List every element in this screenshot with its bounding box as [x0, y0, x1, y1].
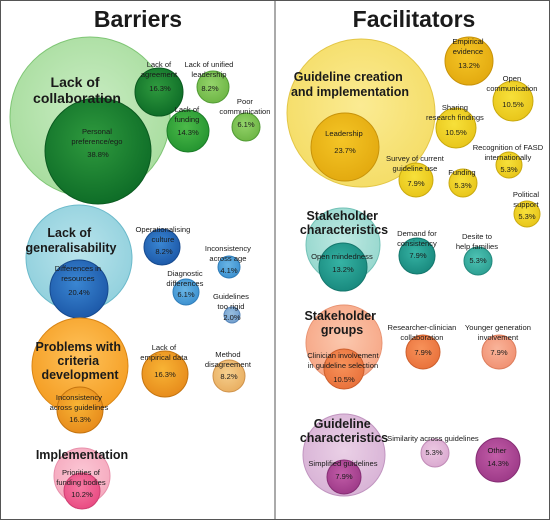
- label-differences-in-resources: Differences in resources 20.4%: [55, 264, 103, 297]
- label-priorities-of-funding-bodies: Priorities of funding bodies 10.2%: [56, 468, 108, 499]
- label-open-communication: Open communication 10.5%: [486, 74, 539, 109]
- label-clinician-involvement: Clinician involvement in guideline selec…: [307, 351, 380, 384]
- label-guideline-creation: Guideline creation and implementation: [291, 70, 409, 99]
- bubble-political-support: [513, 200, 541, 228]
- bubble-empirical-evidence: [444, 36, 494, 86]
- bubble-inconsistency-across-age: [217, 255, 241, 279]
- bubble-group-guideline-characteristics: Guideline characteristics Simplified gui…: [300, 413, 521, 497]
- bubble-group-collaboration: Lack of collaboration Personal preferenc…: [9, 36, 272, 205]
- label-inconsistency-across-age: Inconsistency across age 4.1%: [205, 244, 253, 275]
- bubble-sharing-research-findings: [435, 107, 477, 149]
- label-lack-of-funding: Lack of funding 14.3%: [174, 105, 201, 137]
- bubble-simplified-guidelines: [326, 459, 362, 495]
- bubble-funding: [448, 168, 478, 198]
- facilitators-title: Facilitators: [353, 6, 476, 32]
- label-operationalising-culture: Operationalising culture 8.2%: [135, 225, 192, 256]
- label-open-mindedness: Open mindedness 13.2%: [311, 252, 375, 274]
- bubble-operationalising-culture: [143, 228, 181, 266]
- label-personal-preference: Personal preference/ego 38.8%: [71, 127, 124, 159]
- bubble-group-criteria-development: Problems with criteria development Incon…: [31, 317, 253, 434]
- bubble-researcher-clinician-collaboration: [405, 334, 441, 370]
- bubble-lack-of-empirical-data: [141, 350, 189, 398]
- label-funding: Funding 5.3%: [448, 168, 478, 190]
- bubble-clinician-involvement: [323, 348, 365, 390]
- label-diagnostic-differences: Diagnostic differences 6.1%: [166, 269, 205, 299]
- bubble-open-communication: [492, 80, 534, 122]
- label-lack-of-generalisability: Lack of generalisability: [25, 226, 116, 255]
- bubble-poor-communication: [231, 112, 261, 142]
- bubble-desire-to-help-families: [463, 246, 493, 276]
- bubble-personal-preference: [44, 97, 152, 205]
- bubble-guidelines-too-rigid: [223, 306, 241, 324]
- label-stakeholder-groups: Stakeholder groups: [304, 309, 379, 337]
- label-survey-of-current-guideline-use: Survey of current guideline use 7.9%: [386, 154, 446, 188]
- bubble-younger-generation-involvement: [481, 334, 517, 370]
- label-lack-of-empirical-data: Lack of empirical data 16.3%: [140, 343, 189, 379]
- label-similarity-across-guidelines: Similarity across guidelines 5.3%: [387, 434, 481, 457]
- bubble-group-stakeholder-groups: Stakeholder groups Clinician involvement…: [304, 304, 533, 390]
- label-method-disagreement: Method disagreement 8.2%: [205, 350, 253, 381]
- bubble-group-stakeholder-characteristics: Stakeholder characteristics Open mindedn…: [300, 207, 500, 292]
- bubble-method-disagreement: [212, 359, 246, 393]
- label-sharing-research-findings: Sharing research findings 10.5%: [426, 103, 486, 137]
- label-lack-of-collaboration: Lack of collaboration: [33, 74, 121, 106]
- label-simplified-guidelines: Simplified guidelines 7.9%: [308, 459, 379, 481]
- label-lack-of-agreement: Lack of agreement 16.3%: [141, 60, 179, 93]
- bubble-guideline-characteristics: [302, 413, 386, 497]
- label-guideline-characteristics: Guideline characteristics: [300, 417, 388, 445]
- bubble-lack-of-unified-leadership: [196, 70, 230, 104]
- label-lack-of-unified-leadership: Lack of unified leadership 8.2%: [184, 60, 235, 93]
- label-demand-for-consistency: Demand for consistency 7.9%: [397, 229, 439, 260]
- label-guidelines-too-rigid: Guidelines too rigid 2.0%: [213, 292, 251, 322]
- bubble-diagnostic-differences: [172, 278, 200, 306]
- label-empirical-evidence: Empirical evidence 13.2%: [452, 37, 485, 70]
- bubble-similarity-across-guidelines: [420, 438, 450, 468]
- bubble-group-generalisability: Lack of generalisability Differences in …: [25, 204, 253, 324]
- bubble-lack-of-agreement: [134, 67, 184, 117]
- bubble-survey-of-current-guideline-use: [398, 162, 434, 198]
- bubble-inconsistency-across-guidelines: [56, 386, 104, 434]
- label-political-support: Political support 5.3%: [513, 190, 541, 221]
- barriers-title: Barriers: [94, 6, 182, 32]
- label-recognition-of-fasd: Recognition of FASD internationally 5.3%: [473, 143, 546, 174]
- bubble-recognition-of-fasd: [495, 151, 523, 179]
- bubble-other: [475, 437, 521, 483]
- bubble-priorities-of-funding-bodies: [63, 472, 101, 510]
- bubble-leadership: [310, 112, 380, 182]
- bubble-lack-of-funding: [166, 109, 210, 153]
- bubble-open-mindedness: [318, 242, 368, 292]
- label-leadership: Leadership 23.7%: [325, 129, 365, 155]
- label-other: Other 14.3%: [487, 446, 509, 468]
- bubble-group-guideline-creation: Guideline creation and implementation Le…: [286, 36, 546, 228]
- facilitators-panel: Facilitators Guideline creation and impl…: [286, 6, 546, 497]
- label-younger-generation-involvement: Younger generation involvement 7.9%: [465, 323, 533, 357]
- label-problems-with-criteria-development: Problems with criteria development: [36, 340, 125, 382]
- barriers-panel: Barriers Lack of collaboration Personal …: [9, 6, 272, 510]
- label-stakeholder-characteristics: Stakeholder characteristics: [300, 209, 388, 237]
- label-poor-communication: Poor communication 6.1%: [219, 97, 272, 129]
- bubble-group-implementation: Implementation Priorities of funding bod…: [36, 447, 128, 510]
- label-implementation: Implementation: [36, 448, 128, 462]
- label-researcher-clinician-collaboration: Researcher-clinician collaboration 7.9%: [388, 323, 459, 357]
- label-desire-to-help-families: Desite to help families 5.3%: [456, 232, 500, 265]
- bubble-demand-for-consistency: [398, 237, 436, 275]
- label-inconsistency-across-guidelines: Inconsistency across guidelines 16.3%: [50, 393, 111, 424]
